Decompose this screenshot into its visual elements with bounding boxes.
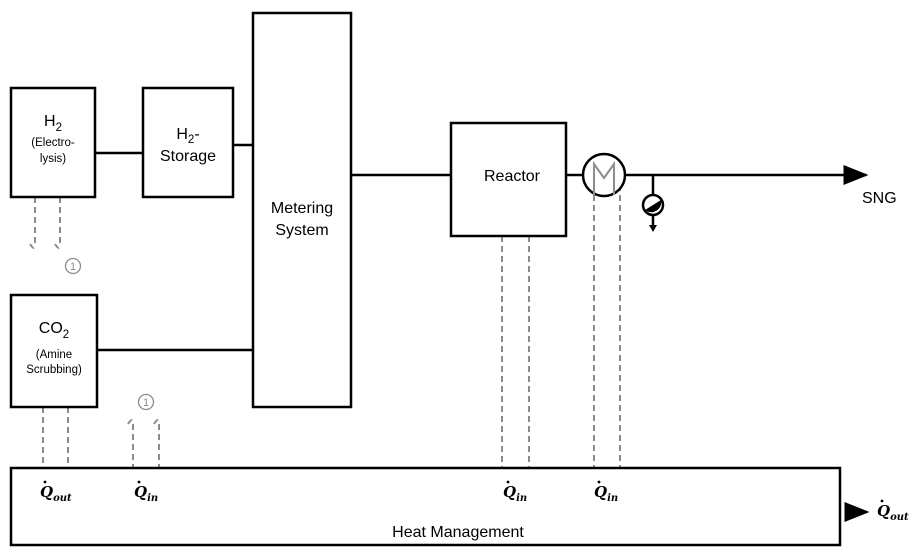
h2-storage-subtitle: Storage	[160, 148, 216, 165]
q-in-hx-dot	[597, 480, 601, 484]
q-out-total-label: Qout	[877, 502, 909, 523]
co2-block-line1: (Amine	[36, 349, 72, 361]
connector-marker-1-top	[64, 257, 82, 275]
co2-block-line2: Scrubbing)	[26, 364, 82, 376]
electrolysis-break-symbol	[29, 243, 61, 249]
q-in-electrolysis-dot	[137, 480, 141, 484]
co2-block-title: CO2	[39, 320, 69, 341]
h2-electrolysis-block	[9, 86, 97, 199]
metering-line2: System	[275, 222, 328, 239]
condensate-outlet-arrow-icon	[649, 225, 657, 232]
h2-block-title: H2	[44, 113, 62, 134]
q-out-total-dot	[880, 499, 884, 503]
metering-line1: Metering	[271, 200, 333, 217]
reactor-label: Reactor	[484, 168, 541, 185]
q-out-co2-label: Qout	[40, 483, 72, 504]
heat-exchanger-coil-icon	[593, 160, 615, 195]
connector-marker-1-top-text: 1	[70, 261, 76, 273]
sng-label: SNG	[862, 190, 897, 207]
h2-storage-title: H2-	[176, 126, 199, 146]
q-in-electrolysis-label: Qin	[134, 483, 158, 504]
connector-marker-1-bottom-text: 1	[143, 397, 149, 409]
q-out-co2-dot	[43, 480, 47, 484]
connector-marker-1-bottom	[137, 393, 155, 411]
heat-exchanger-icon	[581, 152, 627, 198]
h2-block-line2: lysis)	[40, 153, 66, 165]
reactor-block	[449, 121, 568, 238]
heat-return-break-symbol	[127, 419, 160, 425]
q-in-reactor-dot	[506, 480, 510, 484]
h2-storage-block	[141, 86, 235, 199]
co2-amine-scrubbing-block	[9, 293, 99, 409]
heat-management-label: Heat Management	[392, 524, 524, 541]
metering-system-block	[251, 11, 353, 409]
heat-management-block	[9, 466, 842, 547]
q-in-reactor-label: Qin	[503, 483, 527, 504]
q-in-hx-label: Qin	[594, 483, 618, 504]
h2-block-line1: (Electro-	[31, 137, 75, 149]
condensate-separator-fill-icon	[645, 200, 662, 213]
